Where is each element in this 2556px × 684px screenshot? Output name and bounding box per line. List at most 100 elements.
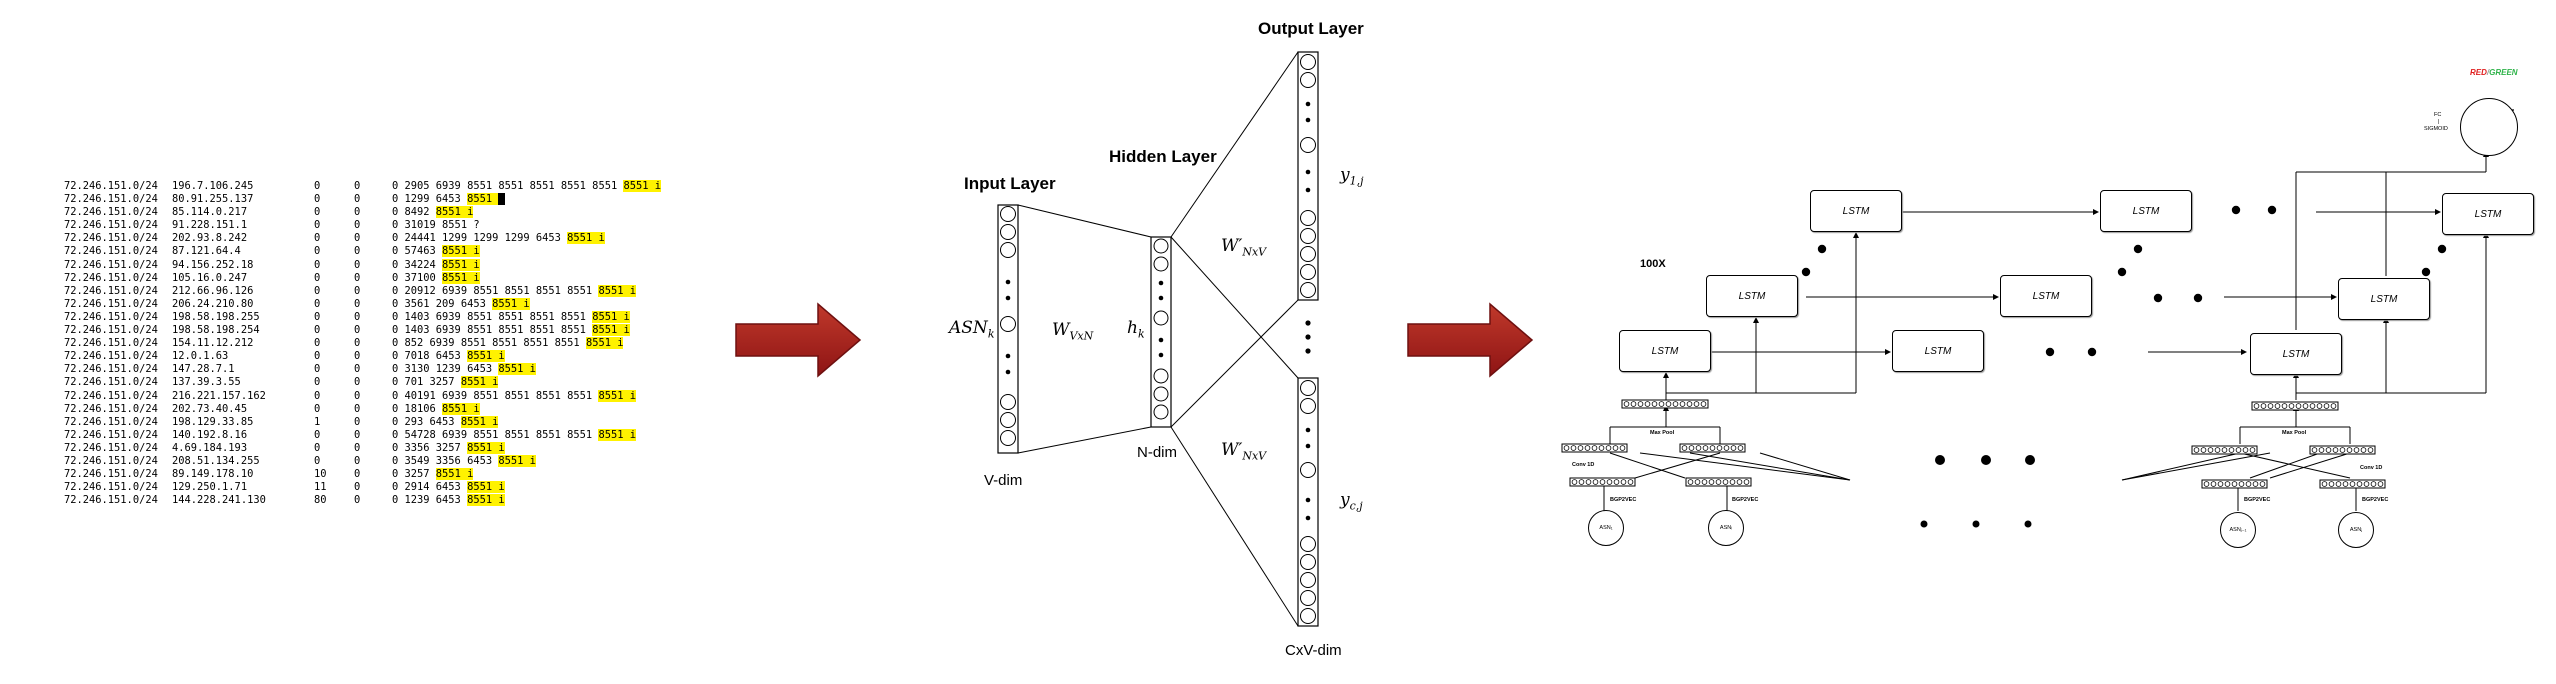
ellipsis-dot [1005,295,1011,301]
as-path: 0 34224 8551 i [392,258,480,272]
vector-cell [2316,403,2323,409]
lstm-cell: LSTM [1892,330,1984,372]
as-path-text: 0 37100 [392,271,443,284]
vector-cell [1701,479,1708,485]
pooled-vector [1621,399,1709,409]
route-prefix: 72.246.151.0/24 [64,206,158,219]
ellipsis-dot [1158,280,1164,286]
ellipsis-dot [1005,369,1011,375]
as-path: 0 7018 6453 8551 i [392,350,505,363]
route-prefix: 72.246.151.0/24 [64,350,158,363]
next-hop: 196.7.106.245 [172,180,254,192]
vector-cell [2193,447,2200,453]
input-neuron [1000,430,1016,446]
as-path-text: 0 3549 3356 6453 [392,454,499,467]
metric: 0 [314,180,321,192]
lstm-cell: LSTM [2100,190,2192,232]
vector-cell [2249,447,2256,453]
origin-as-highlight: 8551 i [585,337,624,350]
as-path-text: 0 20912 6939 8551 8551 8551 8551 [392,284,599,297]
next-hop: 4.69.184.193 [172,441,248,454]
as-path: 0 293 6453 8551 i [392,415,499,429]
output-classes-label: RED/GREEN [2470,68,2518,77]
local-pref: 0 [354,441,361,454]
metric: 80 [314,494,327,507]
vector-cell [1591,445,1598,451]
max-pool-label: Max Pool [2282,430,2307,436]
metric: 0 [314,402,321,415]
output-neuron [1300,264,1316,280]
output-neuron [1300,536,1316,552]
metric: 0 [314,324,321,337]
vector-cell [2318,447,2325,453]
vector-cell [2207,447,2214,453]
local-pref: 0 [354,206,361,219]
vector-cell [1688,445,1695,451]
lstm-cell: LSTM [2442,193,2534,235]
local-pref: 0 [354,284,361,297]
as-path-text: 0 24441 1299 1299 1299 6453 [392,232,568,245]
ellipsis-dot [1305,497,1311,503]
metric: 0 [314,297,321,310]
route-prefix: 72.246.151.0/24 [64,494,158,507]
vector-cell [2356,481,2363,487]
local-pref: 0 [354,415,361,428]
vector-cell [1637,401,1644,407]
metric: 0 [314,193,321,206]
metric: 0 [314,206,321,219]
route-prefix: 72.246.151.0/24 [64,441,158,454]
vector-cell [2349,481,2356,487]
route-prefix: 72.246.151.0/24 [64,481,158,494]
metric: 0 [314,258,321,271]
output-neuron [1300,554,1316,570]
output-ycj-label: yc,j [1340,490,1363,513]
origin-as-highlight: 8551 i [592,324,630,337]
vector-cell [1658,401,1665,407]
vector-cell [2235,447,2242,453]
next-hop: 154.11.12.212 [172,337,254,350]
vector-cell [2231,481,2238,487]
vector-cell [2360,447,2367,453]
local-pref: 0 [354,245,361,258]
asn-input-node: ASNⱼ [2338,512,2374,548]
as-path-text: 0 852 6939 8551 8551 8551 8551 [392,337,586,350]
vector-cell [2342,481,2349,487]
ellipsis-dot [1005,353,1011,359]
vector-cell [2288,403,2295,409]
hidden-dim-label: N-dim [1137,444,1177,461]
vector-cell [1651,401,1658,407]
vector-cell [2370,481,2377,487]
vector-cell [2260,403,2267,409]
vector-cell [2302,403,2309,409]
text-cursor: i [498,193,505,206]
origin-as-highlight: 8551 i [460,376,499,389]
vector-cell [1723,445,1730,451]
as-path-text: 0 2914 6453 [392,481,468,494]
vector-cell [1620,479,1627,485]
origin-as-highlight: 8551 i [442,245,480,258]
origin-as-highlight: 8551 [467,193,499,206]
vector-cell [1730,445,1737,451]
metric: 0 [314,310,321,323]
hidden-layer-title: Hidden Layer [1109,147,1217,166]
vector-cell [1743,479,1750,485]
asn-input-node: ASNᵢ [1708,510,1744,546]
route-prefix: 72.246.151.0/24 [64,193,158,206]
vector-cell [1694,479,1701,485]
route-prefix: 72.246.151.0/24 [64,337,158,350]
vector-cell [1722,479,1729,485]
next-hop: 94.156.252.18 [172,258,254,271]
origin-as-highlight: 8551 i [435,206,474,219]
vector-cell [1598,445,1605,451]
route-prefix: 72.246.151.0/24 [64,468,158,481]
ellipsis-dot [1305,101,1311,107]
connection-lines [1017,51,1299,627]
route-prefix: 72.246.151.0/24 [64,363,158,376]
output-neuron [1300,137,1316,153]
output-neuron [1300,398,1316,414]
input-neuron [1000,224,1016,240]
vector-cell [2339,447,2346,453]
metric: 11 [314,481,327,494]
as-path: 0 31019 8551 ? [392,219,480,232]
hidden-neuron [1153,386,1169,402]
